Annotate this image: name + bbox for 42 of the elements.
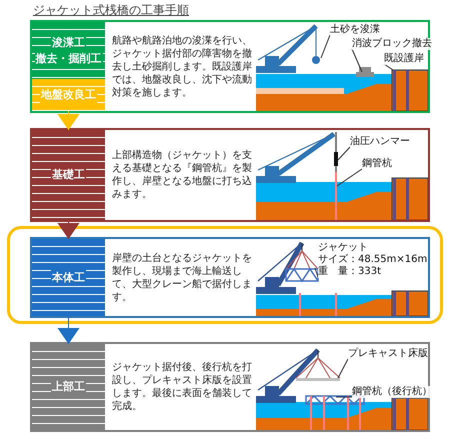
step-label: [32, 130, 105, 220]
callout-text: 重 量：333t: [318, 266, 382, 278]
leader-line: [338, 358, 348, 378]
leader-line: [320, 34, 330, 58]
step-card: [30, 128, 430, 222]
callout-text: サイズ：48.55m×16m: [318, 254, 428, 266]
step-description: 岸壁の土台となるジャケットを製作し、現場まで海上輸送して、大型クレーン船で据付します。: [112, 252, 253, 304]
leader-line: [338, 146, 350, 160]
step-name: 上部工: [51, 379, 86, 395]
diagram-title: ジャケット式桟橋の工事手順: [33, 2, 189, 19]
leader-line: [314, 268, 318, 278]
step-label: [32, 239, 105, 316]
leader-line: [384, 64, 394, 70]
step-description: ジャケット据付後、後行杭を打設し、プレキャスト床版を設置します。最後に表面を舗装して完成。: [112, 361, 253, 413]
step-card: [30, 237, 430, 318]
flow-arrow: [58, 220, 80, 240]
callout-label: 土砂を浚渫: [330, 24, 380, 36]
step-name: 地盤改良工: [40, 87, 97, 103]
flow-arrow: [58, 316, 80, 344]
callout-label: 消波ブロック撤去: [352, 38, 432, 50]
leader-line: [352, 48, 362, 72]
step-name: 撤去・掘削工: [34, 50, 102, 66]
callout-label: 油圧ハンマー: [350, 136, 410, 148]
callout-label: プレキャスト床版: [348, 348, 428, 360]
highlight-frame: [7, 226, 443, 324]
step-card: [30, 342, 430, 432]
step-card: [30, 20, 430, 113]
step-name: 基礎工: [51, 167, 86, 183]
leader-line: [336, 168, 362, 186]
callout-text: ジャケット: [318, 242, 369, 254]
step-description: 航路や航路泊地の浚渫を行い、ジャケット据付部の障害物を撤去し土砂掘削します。既設護岸では、地盤改良し、沈下や流動対策を施します。: [112, 34, 253, 99]
step-label: [32, 344, 105, 430]
step-label: [32, 79, 105, 111]
callout-label: 鋼管杭（後行杭）: [352, 386, 432, 398]
leader-line: [336, 396, 352, 398]
step-label: [32, 22, 105, 79]
callout-label: 既設護岸: [384, 53, 424, 65]
step-description: 上部構造物（ジャケット）を支える基礎となる『鋼管杭』を製作し、岸壁となる地盤に打ち込みます。: [112, 149, 253, 201]
step-name: 浚渫工: [51, 34, 86, 50]
flow-arrow: [58, 110, 80, 130]
callout-label: 鋼管杭: [362, 158, 392, 170]
step-name: 本体工: [51, 270, 86, 286]
